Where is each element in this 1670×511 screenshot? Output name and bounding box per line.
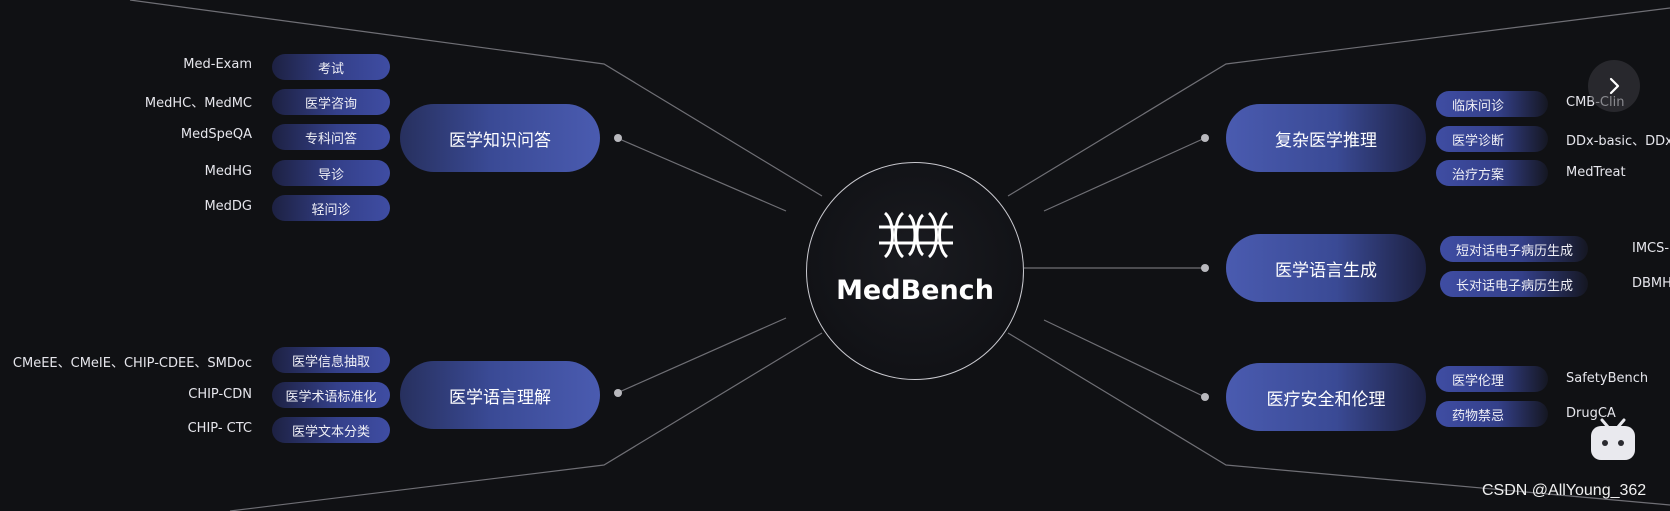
dataset-label: MedSpeQA [180, 127, 252, 142]
pill-treatment-plan[interactable]: 治疗方案 [1436, 160, 1548, 186]
bilibili-tv-icon[interactable] [1588, 416, 1638, 464]
group-med-lang-understanding[interactable]: 医学语言理解 [400, 361, 600, 429]
dataset-label: DDx-basic、DDx [1566, 134, 1670, 149]
connector-reasoning [1043, 137, 1206, 212]
pill-text-classification[interactable]: 医学文本分类 [272, 417, 390, 443]
connector-dot [614, 134, 622, 142]
dataset-label: DBMH [1632, 276, 1670, 291]
medbench-logo-icon [879, 211, 953, 259]
next-slide-button[interactable] [1588, 60, 1640, 112]
dataset-label: CMeEE、CMeIE、CHIP-CDEE、SMDoc [12, 356, 252, 371]
dataset-label: MedHC、MedMC [144, 96, 252, 111]
pill-info-extraction[interactable]: 医学信息抽取 [272, 347, 390, 373]
pill-drug-contraindication[interactable]: 药物禁忌 [1436, 401, 1548, 427]
pill-light-consult[interactable]: 轻问诊 [272, 195, 390, 221]
pill-short-dialog-emr[interactable]: 短对话电子病历生成 [1440, 236, 1588, 262]
pill-exam[interactable]: 考试 [272, 54, 390, 80]
outer-line-bottom-left [229, 332, 823, 511]
pill-triage[interactable]: 导诊 [272, 160, 390, 186]
dataset-label: CHIP- CTC [187, 421, 252, 436]
group-med-knowledge-qa[interactable]: 医学知识问答 [400, 104, 600, 172]
connector-dot [1201, 134, 1209, 142]
outer-line-top-right [1007, 7, 1670, 197]
outer-line-bottom-right [1007, 332, 1670, 506]
dataset-label: MedHG [204, 164, 252, 179]
connector-dot [614, 389, 622, 397]
dataset-label: MedTreat [1566, 165, 1626, 180]
pill-med-ethics[interactable]: 医学伦理 [1436, 366, 1548, 392]
dataset-label: DrugCA [1566, 406, 1616, 421]
dataset-label: CHIP-CDN [188, 387, 252, 402]
connector-dot [1201, 393, 1209, 401]
dataset-label: Med-Exam [183, 57, 252, 72]
pill-clinical-consult[interactable]: 临床问诊 [1436, 91, 1548, 117]
dataset-label: IMCS- [1632, 241, 1670, 256]
pill-long-dialog-emr[interactable]: 长对话电子病历生成 [1440, 271, 1588, 297]
medbench-title: MedBench [836, 275, 994, 306]
group-complex-reasoning[interactable]: 复杂医学推理 [1226, 104, 1426, 172]
pill-specialty-qa[interactable]: 专科问答 [272, 124, 390, 150]
dataset-label: SafetyBench [1566, 371, 1649, 386]
connector-lang-understand [616, 317, 787, 394]
connector-med-qa [616, 137, 787, 212]
connector-safety [1043, 319, 1206, 398]
connector-dot [1201, 264, 1209, 272]
chevron-right-icon [1609, 77, 1620, 95]
group-safety-ethics[interactable]: 医疗安全和伦理 [1226, 363, 1426, 431]
group-med-lang-generation[interactable]: 医学语言生成 [1226, 234, 1426, 302]
pill-diagnosis[interactable]: 医学诊断 [1436, 126, 1548, 152]
medbench-hub: MedBench [806, 162, 1024, 380]
outer-line-top-left [129, 0, 823, 197]
pill-term-normalization[interactable]: 医学术语标准化 [272, 382, 390, 408]
csdn-watermark: CSDN @AllYoung_362 [1482, 482, 1647, 499]
dataset-label: MedDG [204, 199, 252, 214]
pill-med-consult[interactable]: 医学咨询 [272, 89, 390, 115]
